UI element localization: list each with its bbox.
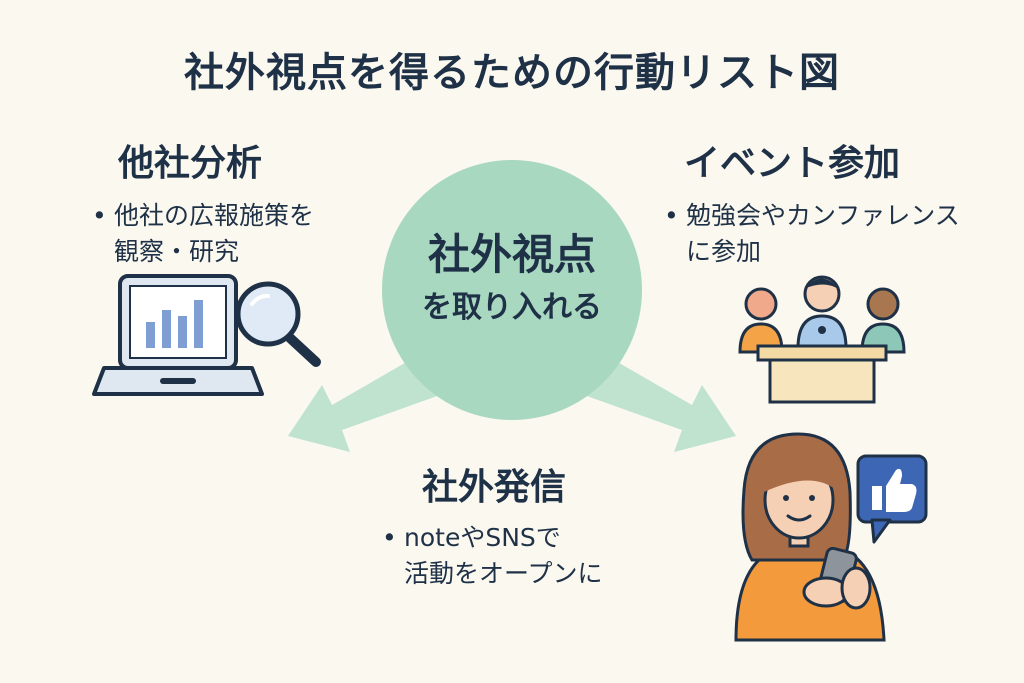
magnifier-icon xyxy=(235,281,321,367)
page-title: 社外視点を得るための行動リスト図 xyxy=(184,50,840,96)
laptop-chart-icon xyxy=(92,274,264,396)
thumbs-up-icon xyxy=(856,454,928,544)
arrow-right-down xyxy=(584,360,736,452)
center-label-line2: を取り入れる xyxy=(422,290,602,325)
event-bullet-line1: 勉強会やカンファレンス xyxy=(686,201,960,230)
outreach-bullet-line2: 活動をオープンに xyxy=(404,559,603,588)
bullet-dot: • xyxy=(664,201,679,230)
competitor-analysis-heading: 他社分析 xyxy=(118,143,263,184)
center-label-line1: 社外視点 xyxy=(427,230,596,279)
arrow-left-down xyxy=(288,360,440,452)
bullet-dot: • xyxy=(382,523,397,552)
external-outreach-bullet: •noteやSNSで 活動をオープンに xyxy=(382,520,603,592)
outreach-bullet-line1: noteやSNSで xyxy=(404,523,561,552)
event-participation-bullet: •勉強会やカンファレンス に参加 xyxy=(664,198,960,270)
competitor-analysis-bullet: •他社の広報施策を 観察・研究 xyxy=(92,198,314,270)
event-participation-heading: イベント参加 xyxy=(684,143,901,184)
event-bullet-line2: に参加 xyxy=(686,237,762,266)
woman-smartphone-icon xyxy=(734,432,886,642)
competitor-bullet-line2: 観察・研究 xyxy=(114,237,240,266)
competitor-bullet-line1: 他社の広報施策を xyxy=(114,201,315,230)
center-circle xyxy=(382,160,642,420)
external-outreach-heading: 社外発信 xyxy=(422,467,567,508)
meeting-people-icon xyxy=(738,275,906,404)
bullet-dot: • xyxy=(92,201,107,230)
center-label: 社外視点 を取り入れる xyxy=(402,228,622,334)
